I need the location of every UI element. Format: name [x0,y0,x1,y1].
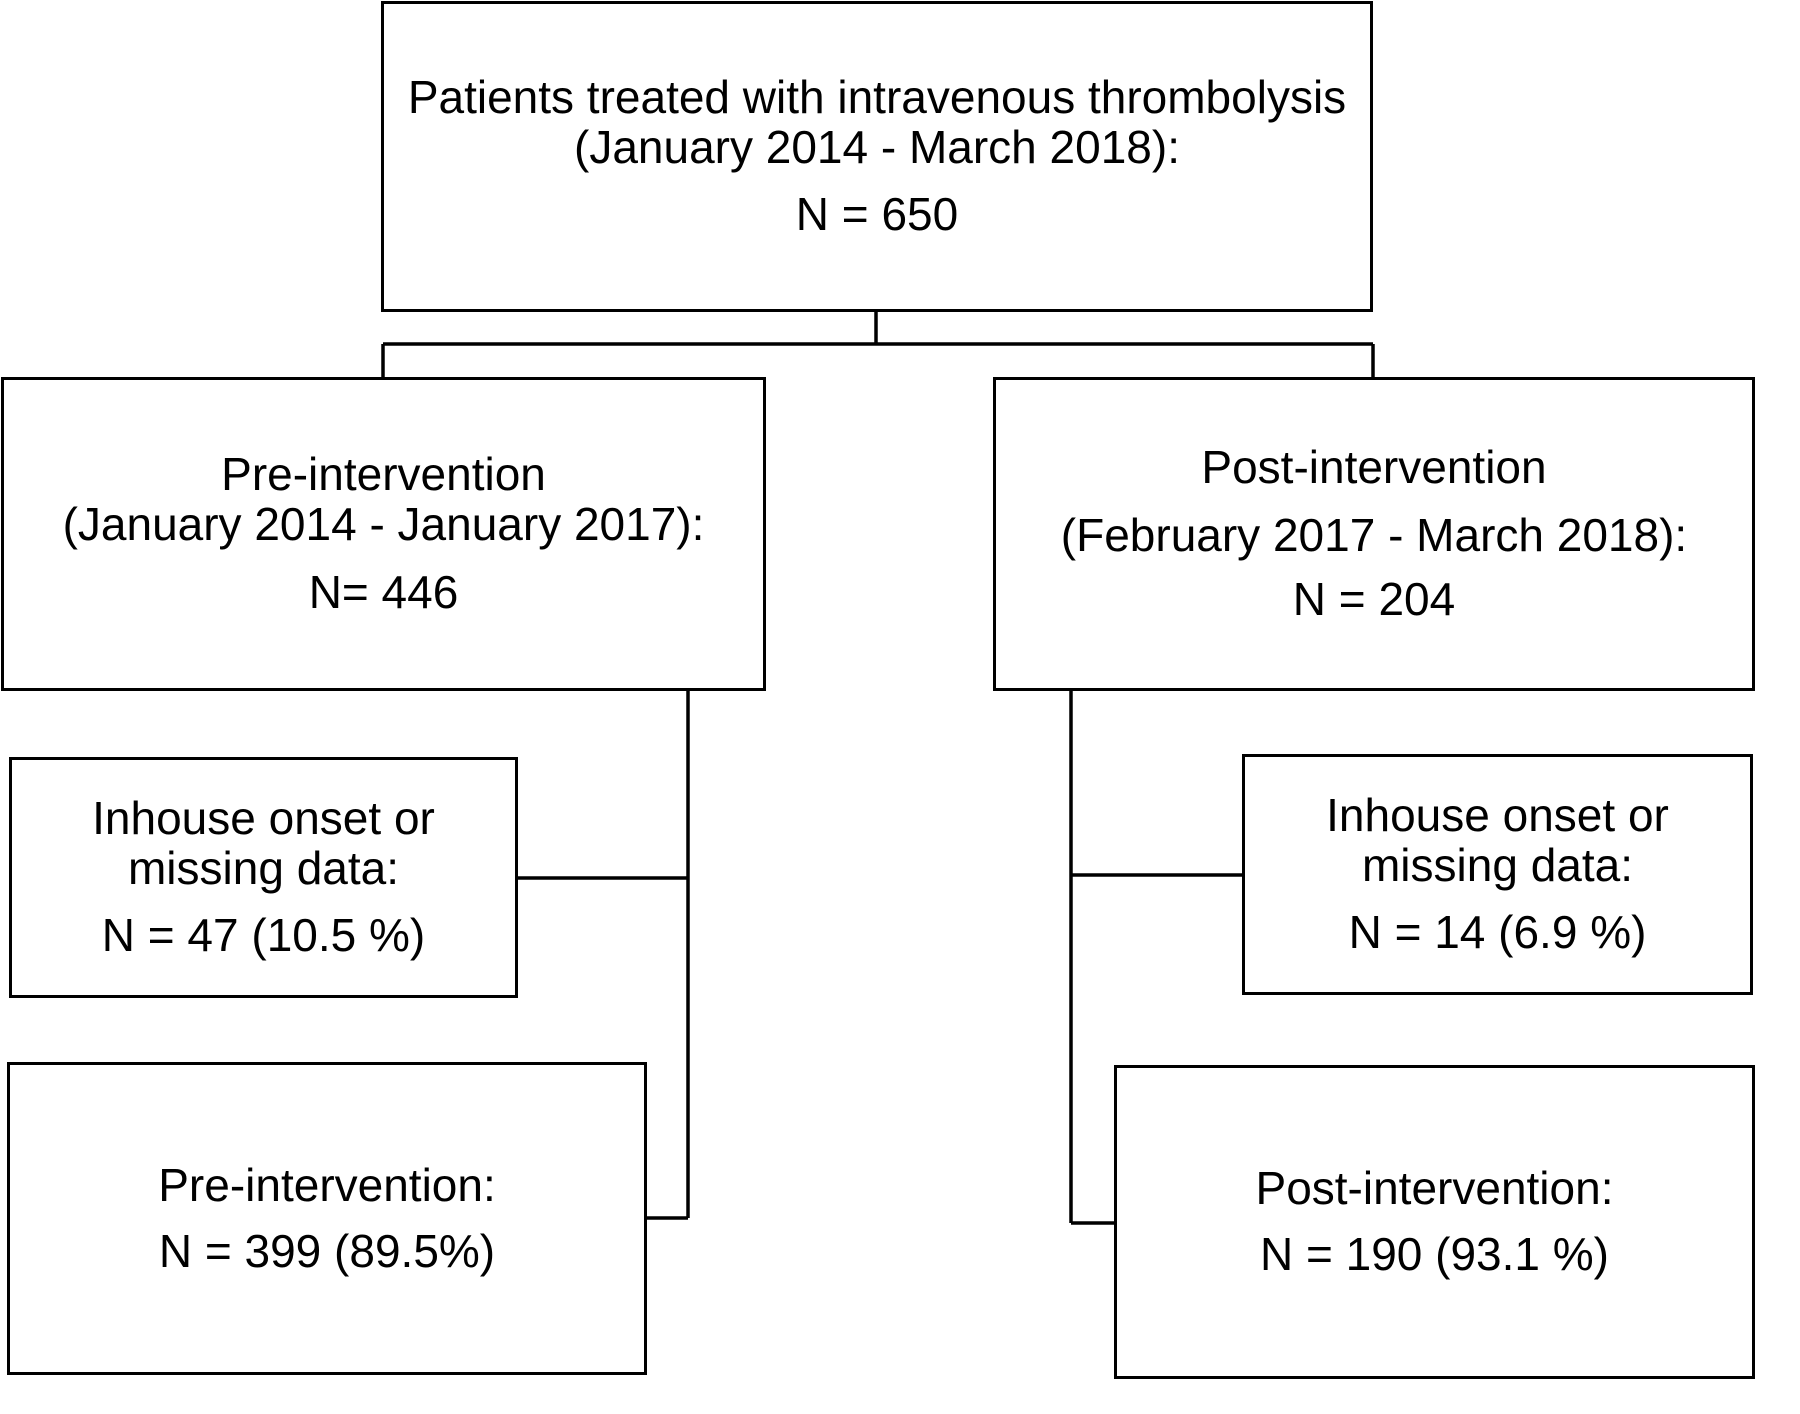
post-final-title: Post-intervention: [1255,1162,1614,1215]
pre-final-title: Pre-intervention: [158,1158,496,1211]
pre-final-count: N = 399 (89.5%) [158,1224,496,1277]
post-excluded-box: Inhouse onset or missing data: N = 14 (6… [1242,754,1753,995]
post-intervention-box: Post-intervention (February 2017 - March… [993,377,1755,691]
pre-intervention-title: Pre-intervention [221,448,546,501]
pre-excluded-line2: missing data: [127,841,399,894]
post-excluded-line2: missing data: [1361,838,1633,891]
pre-intervention-period: (January 2014 - January 2017): [62,498,705,551]
pre-intervention-box: Pre-intervention (January 2014 - January… [1,377,766,691]
pre-intervention-count: N= 446 [308,565,459,618]
post-intervention-count: N = 204 [1292,572,1456,625]
post-excluded-count: N = 14 (6.9 %) [1348,906,1647,959]
post-excluded-line1: Inhouse onset or [1326,788,1669,841]
total-patients-title: Patients treated with intravenous thromb… [407,70,1347,123]
post-final-count: N = 190 (93.1 %) [1259,1228,1610,1280]
total-patients-count: N = 650 [795,188,959,241]
pre-excluded-line1: Inhouse onset or [92,791,435,844]
post-intervention-title: Post-intervention [1201,441,1547,494]
post-intervention-period: (February 2017 - March 2018): [1060,509,1688,562]
pre-excluded-box: Inhouse onset or missing data: N = 47 (1… [9,757,518,998]
pre-excluded-count: N = 47 (10.5 %) [101,909,426,962]
pre-final-box: Pre-intervention: N = 399 (89.5%) [7,1062,647,1375]
total-patients-period: (January 2014 - March 2018): [574,120,1180,173]
total-patients-box: Patients treated with intravenous thromb… [381,1,1373,312]
post-final-box: Post-intervention: N = 190 (93.1 %) [1114,1065,1755,1379]
